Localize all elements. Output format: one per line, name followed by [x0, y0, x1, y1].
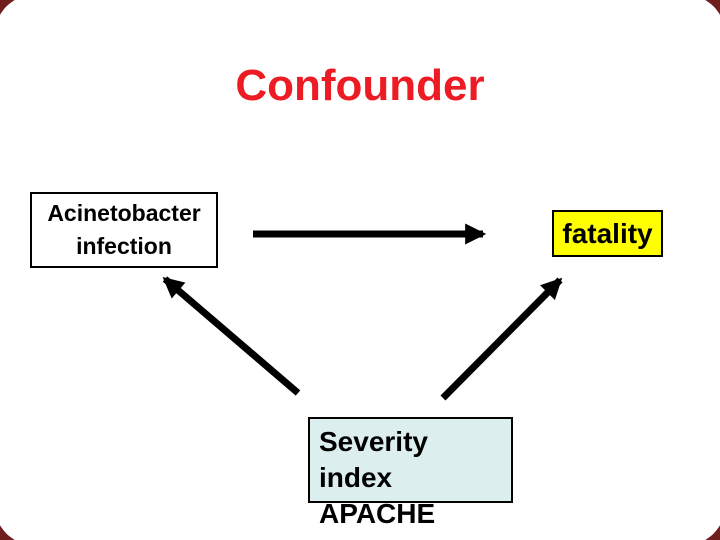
corner-mark-bottom-left [0, 497, 43, 540]
exposure-box-line2: infection [76, 233, 172, 259]
confounder-box-line2: APACHE score [319, 498, 436, 540]
outcome-box-label: fatality [562, 218, 653, 249]
corner-mark-top-left [0, 0, 43, 43]
corner-mark-bottom-right [677, 497, 720, 540]
arrow-confounder-to-outcome [440, 277, 563, 401]
exposure-box-line1: Acinetobacter [47, 200, 201, 226]
arrow-confounder-to-exposure [162, 276, 301, 396]
corner-mark-top-right [677, 0, 720, 43]
slide-title: Confounder [235, 61, 485, 110]
confounder-box: Severity index APACHE score [308, 417, 513, 540]
confounder-box-line1: Severity index [319, 426, 428, 493]
outcome-box: fatality [552, 210, 663, 257]
exposure-box: Acinetobacter infection [30, 192, 218, 268]
